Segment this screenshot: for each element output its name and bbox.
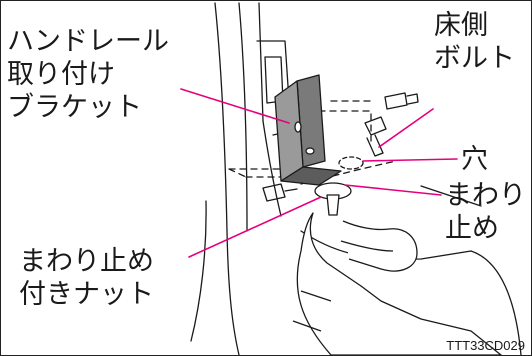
label-handrail-bracket: ハンドレール 取り付け ブラケット — [7, 26, 169, 123]
label-floor-bolt: 床側 ボルト — [434, 10, 515, 74]
label-hole: 穴 — [461, 144, 488, 175]
leader-line-nut — [188, 196, 322, 258]
leader-line-hole — [362, 158, 458, 162]
label-anti-rotation: まわり 止め — [445, 180, 526, 244]
leader-line-floor-bolt — [378, 108, 434, 148]
bracket-shape — [274, 74, 342, 186]
hole-shape — [338, 156, 364, 170]
floor-bolt-shape — [364, 92, 419, 157]
hand-and-nut-shape — [292, 182, 502, 355]
leader-line-handrail-bracket — [180, 88, 290, 124]
label-anti-rotation-nut: まわり止め 付きナット — [19, 246, 154, 310]
leader-line-anti-rotation — [344, 184, 442, 196]
door-frame-outline — [214, 2, 240, 355]
leader-lines — [180, 88, 458, 258]
figure-code: TTT33CD029 — [446, 338, 525, 353]
